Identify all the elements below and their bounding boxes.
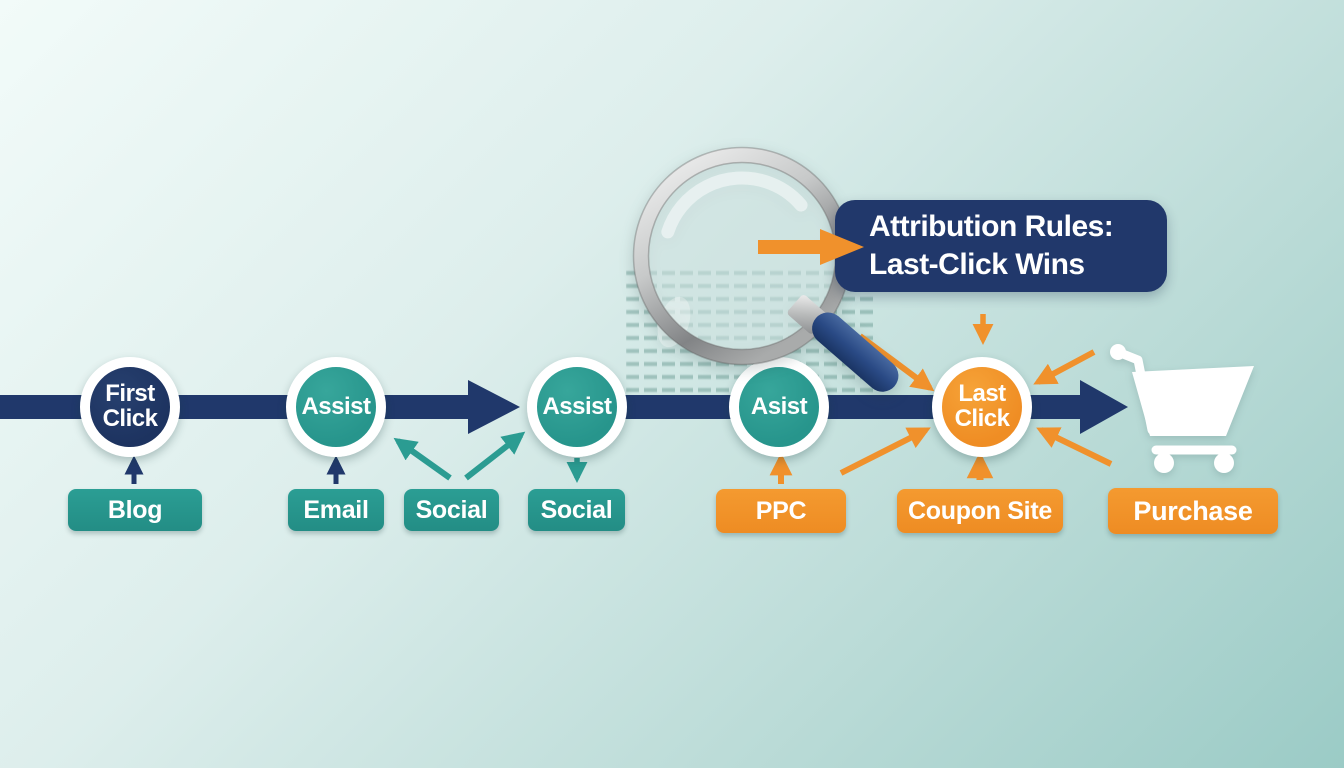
magnifier-handle xyxy=(812,312,899,392)
lens-callout-arrow xyxy=(758,229,864,265)
converge-arrow-upper-right xyxy=(1033,349,1096,385)
social-to-assist2-arrow xyxy=(464,431,526,481)
label-blog: Blog xyxy=(68,489,202,531)
timeline-bar-segment-1 xyxy=(0,395,470,419)
node-label-line: Assist xyxy=(542,392,612,420)
magnifier-glass xyxy=(647,161,837,351)
node-assist-3: Asist xyxy=(729,357,829,457)
node-label-line: Assist xyxy=(301,392,371,420)
callout-line-2: Last-Click Wins xyxy=(869,248,1085,281)
timeline-arrowhead-2 xyxy=(1080,380,1128,434)
label-social-1: Social xyxy=(404,489,499,531)
node-label-line: Click xyxy=(954,405,1010,432)
converge-arrow-upper-left xyxy=(858,333,935,392)
label-email: Email xyxy=(288,489,384,531)
label-purchase: Purchase xyxy=(1108,488,1278,534)
node-assist-2: Assist xyxy=(527,357,627,457)
node-label-line: Asist xyxy=(750,392,808,420)
node-assist-1: Assist xyxy=(286,357,386,457)
node-label-line: Last xyxy=(958,380,1006,408)
node-first-click: First Click xyxy=(80,357,180,457)
label-coupon-site: Coupon Site xyxy=(897,489,1063,533)
label-social-2: Social xyxy=(528,489,625,531)
callout-line-1: Attribution Rules: xyxy=(869,209,1114,243)
shopping-cart-icon xyxy=(1110,344,1254,473)
converge-arrow-lower-right xyxy=(1036,427,1113,467)
callout-box: Attribution Rules: Last-Click Wins xyxy=(835,200,1167,292)
node-label-line: Click xyxy=(102,405,158,432)
timeline-arrowhead-1 xyxy=(468,380,520,434)
converge-arrow-lower-left xyxy=(839,427,931,476)
label-ppc: PPC xyxy=(716,489,846,533)
node-last-click: Last Click xyxy=(932,357,1032,457)
social-to-assist1-arrow xyxy=(393,437,452,481)
node-label-line: First xyxy=(105,380,155,408)
